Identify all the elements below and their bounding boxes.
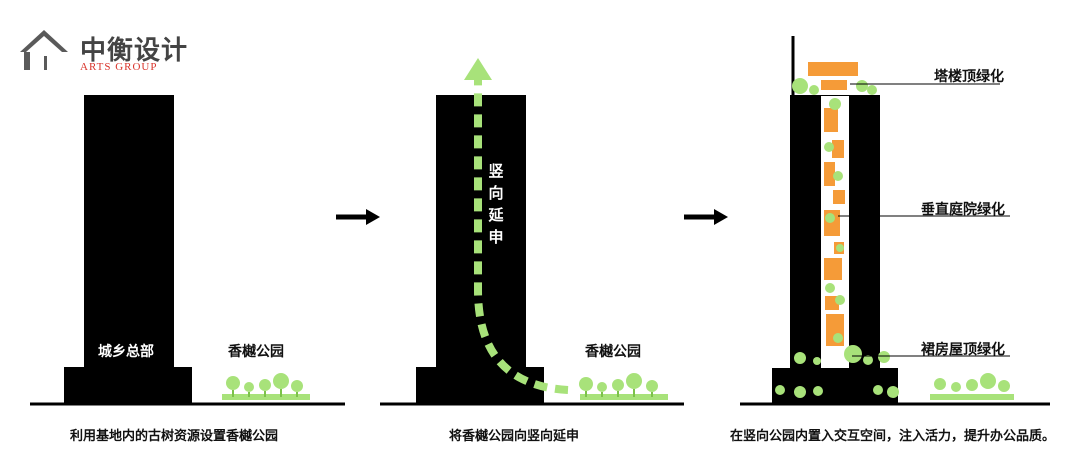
panel-2-drawing: [380, 58, 684, 406]
podium-interior-greenery: [775, 385, 899, 398]
arrow-1-icon: [336, 209, 380, 225]
caption-1: 利用基地内的古树资源设置香樾公园: [70, 429, 279, 444]
tower-label-1: 城乡总部: [98, 344, 154, 360]
callout-vertical-courtyard: 垂直庭院绿化: [921, 202, 1005, 218]
panel-3-drawing: [740, 36, 1050, 406]
caption-3: 在竖向公园内置入交互空间，注入活力，提升办公品质。: [730, 429, 1056, 444]
company-logo: 中衡设计 ARTS GROUP: [18, 26, 198, 76]
vertical-arrowhead-icon: [464, 58, 492, 80]
podium-roof-trees: [794, 345, 890, 365]
podium-1: [64, 367, 192, 403]
vertical-growth-arrow: [474, 78, 569, 394]
house-logo-icon: [20, 30, 68, 70]
logo-name-en: ARTS GROUP: [80, 61, 158, 73]
callout-rooftop-greening: 塔楼顶绿化: [934, 69, 1004, 85]
vertical-extension-label: 竖向延申: [488, 162, 504, 246]
park-trees-2: [579, 373, 658, 397]
park-strip-2: [580, 394, 668, 400]
arrow-2-icon: [684, 209, 728, 225]
park-strip-3: [930, 394, 1014, 400]
logo-name-cn: 中衡设计: [80, 36, 189, 66]
panel-1-drawing: [30, 95, 345, 406]
rooftop-trees: [792, 78, 877, 95]
tower-1: [84, 95, 174, 367]
caption-2: 将香樾公园向竖向延申: [449, 429, 580, 444]
rooftop-box: [808, 62, 858, 76]
park-trees-3: [934, 373, 1010, 392]
podium-2: [416, 367, 544, 403]
courtyard-greenery: [824, 98, 845, 343]
park-label-1: 香樾公园: [228, 344, 284, 360]
park-label-2: 香樾公园: [585, 344, 641, 360]
rooftop-box: [821, 80, 847, 90]
park-trees-1: [226, 373, 303, 397]
callout-podium-roof: 裙房屋顶绿化: [921, 342, 1005, 358]
